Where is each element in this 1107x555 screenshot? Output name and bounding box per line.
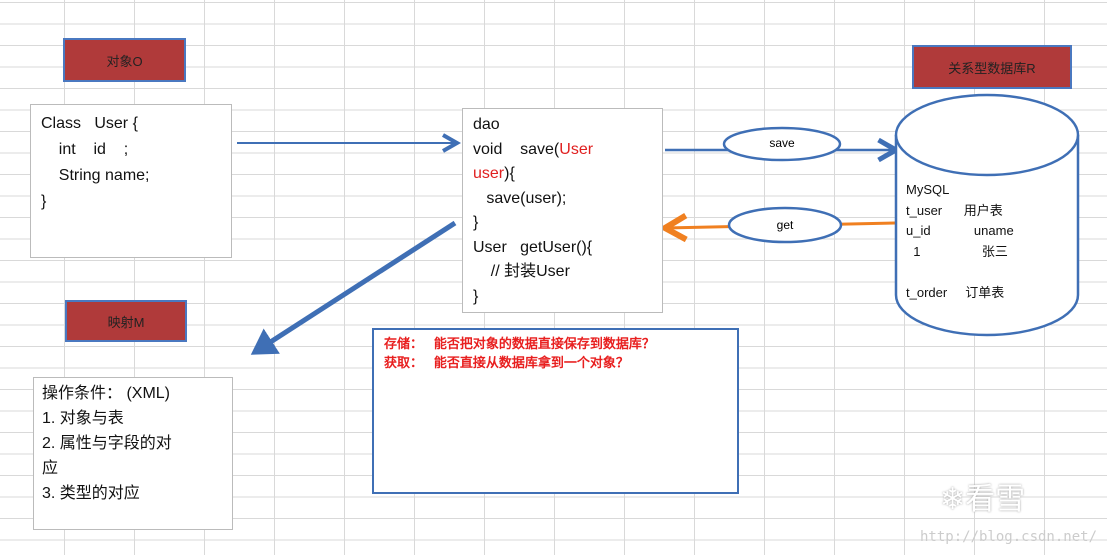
dao-code-box: dao void save(User user){ save(user); } … [462,108,663,313]
question-get: 获取： 能否直接从数据库拿到一个对象？ [384,355,629,370]
watermark-logo-text: 看雪 [965,483,1026,516]
arrow-mapping [250,220,457,355]
db-line: u_id uname [906,223,1014,238]
code-line: // 封装User [473,263,570,280]
db-line [906,262,1014,283]
code-param: user [473,165,505,182]
code-line: Class User { [41,115,138,132]
db-line: 1 张三 [906,243,1008,259]
db-line: MySQL [906,182,950,197]
code-line: void save(User [473,138,652,163]
class-code-box: Class User { int id ; String name; } [30,104,232,258]
code-line: dao [473,116,500,133]
condition-line: 应 [42,460,59,477]
code-line: user){ [473,162,652,187]
code-line: } [41,193,47,210]
get-label: get [776,218,794,232]
condition-line: 2. 属性与字段的对 [42,435,172,452]
db-label: 关系型数据库R [912,45,1072,89]
conditions-box: 操作条件： (XML) 1. 对象与表 2. 属性与字段的对 应 3. 类型的对… [33,377,233,530]
question-box: 存储： 能否把对象的数据直接保存到数据库？ 获取： 能否直接从数据库拿到一个对象… [372,328,739,494]
database-cylinder [894,135,1080,337]
code-line: String name; [41,167,150,184]
object-label: 对象O [63,38,186,82]
code-text: ){ [504,165,515,182]
condition-line: 操作条件： (XML) [42,385,171,402]
snowflake-icon: ❄ [940,483,966,516]
get-ellipse [727,206,843,244]
watermark-logo: ❄看雪 [940,482,1025,518]
condition-line: 3. 类型的对应 [42,485,140,502]
code-line: int id ; [41,141,129,158]
code-line: } [473,287,479,305]
save-ellipse [722,126,842,162]
mapping-label: 映射M [65,300,187,342]
code-param: User [559,140,594,158]
code-line: User getUser(){ [473,238,593,256]
db-content: MySQL t_user 用户表 u_id uname 1 张三 t_order… [906,180,1014,303]
db-line: t_user 用户表 [906,202,1003,218]
code-line: save(user); [473,189,567,207]
condition-line: 1. 对象与表 [42,410,124,427]
save-label: save [769,136,795,150]
code-line: } [473,214,479,231]
db-line: t_order 订单表 [906,284,1005,300]
question-save: 存储： 能否把对象的数据直接保存到数据库？ [384,336,655,351]
watermark-url: http://blog.csdn.net/ [920,529,1098,545]
code-text: void save( [473,140,560,158]
